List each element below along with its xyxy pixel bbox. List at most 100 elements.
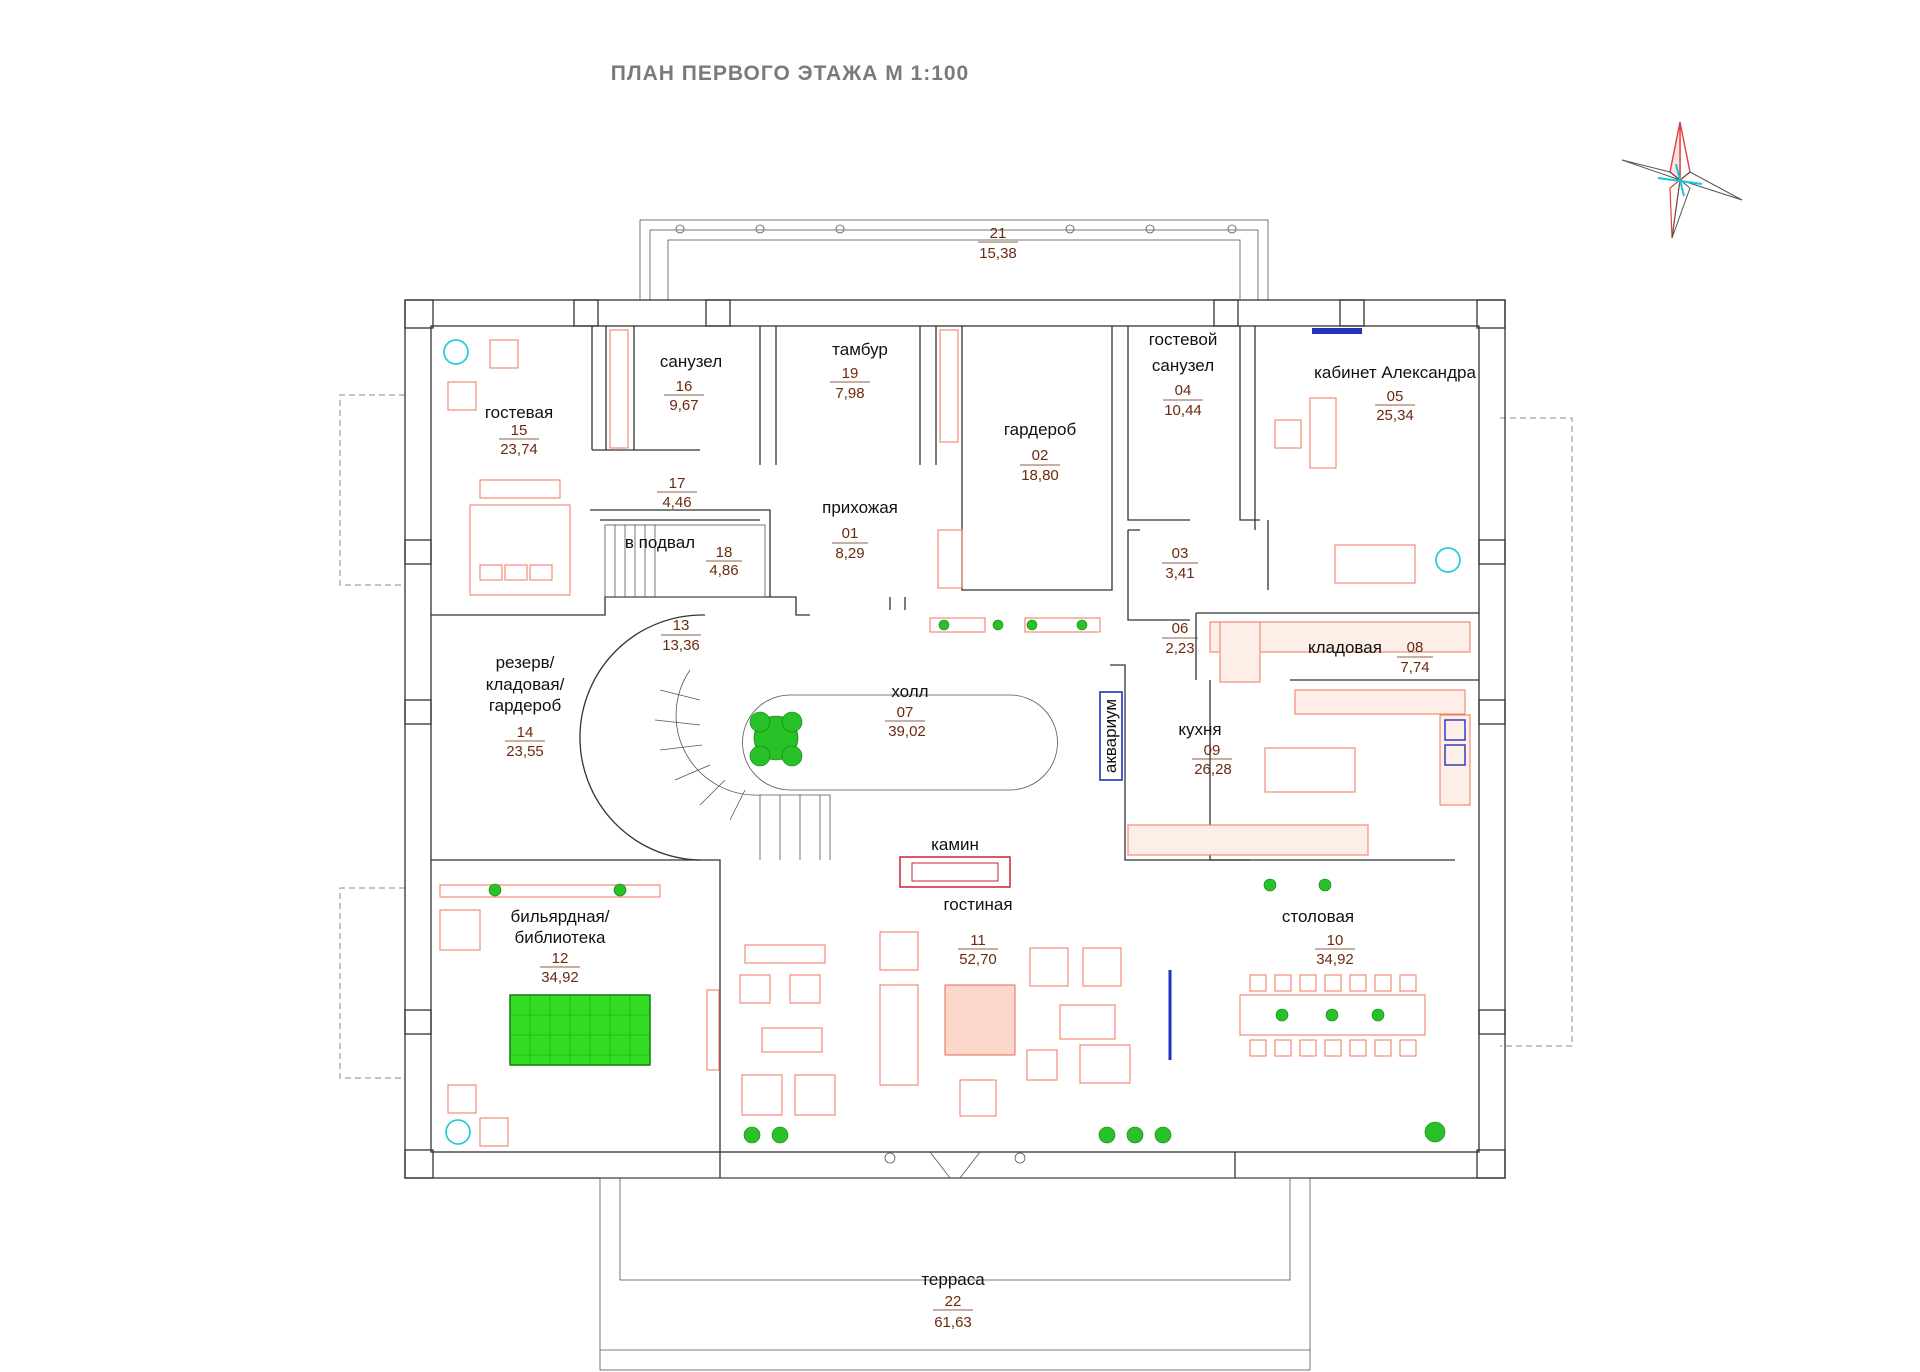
room-label-15: гостевая 15 23,74 xyxy=(485,403,553,458)
aquarium: аквариум xyxy=(1099,691,1123,781)
svg-text:7,74: 7,74 xyxy=(1400,659,1429,676)
svg-text:столовая: столовая xyxy=(1282,907,1354,926)
svg-text:10,44: 10,44 xyxy=(1164,402,1202,419)
svg-text:8,29: 8,29 xyxy=(835,545,864,562)
svg-text:13: 13 xyxy=(673,617,690,634)
room-label-08: кладовая 08 7,74 xyxy=(1308,638,1433,676)
svg-text:гостевая: гостевая xyxy=(485,403,553,422)
billiard-table xyxy=(509,994,651,1066)
svg-text:7,98: 7,98 xyxy=(835,385,864,402)
room-label-01: прихожая 01 8,29 xyxy=(822,498,898,562)
north-porch xyxy=(639,219,1269,301)
basement-stairs xyxy=(604,524,766,598)
room-label-11: гостиная 11 52,70 xyxy=(943,895,1012,968)
svg-text:камин: камин xyxy=(931,835,979,854)
room-label-05: кабинет Александра 05 25,34 xyxy=(1314,363,1476,424)
dining-table xyxy=(1239,974,1426,1057)
east-balcony xyxy=(1500,417,1573,1047)
svg-text:52,70: 52,70 xyxy=(959,951,997,968)
room-label-09: кухня 09 26,28 xyxy=(1178,720,1232,778)
svg-text:34,92: 34,92 xyxy=(541,969,579,986)
svg-text:25,34: 25,34 xyxy=(1376,407,1414,424)
spiral-staircase xyxy=(579,614,831,861)
library-furniture xyxy=(439,884,720,1147)
svg-text:2,23: 2,23 xyxy=(1165,640,1194,657)
svg-text:06: 06 xyxy=(1172,620,1189,637)
room-label-02: гардероб 02 18,80 xyxy=(1004,420,1077,484)
svg-text:04: 04 xyxy=(1175,382,1192,399)
svg-text:18,80: 18,80 xyxy=(1021,467,1059,484)
guest-armchair-2 xyxy=(447,381,477,411)
plant-icon xyxy=(749,711,803,767)
west-balcony-upper xyxy=(339,394,405,586)
svg-text:тамбур: тамбур xyxy=(832,340,888,359)
svg-text:23,74: 23,74 xyxy=(500,441,538,458)
room-label-22: терраса 22 61,63 xyxy=(921,1270,985,1331)
fireplace: камин xyxy=(899,835,1011,888)
svg-text:кабинет Александра: кабинет Александра xyxy=(1314,363,1476,382)
svg-text:17: 17 xyxy=(669,475,686,492)
entry-closet xyxy=(937,529,963,589)
room-label-17: 17 4,46 xyxy=(657,475,697,511)
svg-text:гардероб: гардероб xyxy=(489,696,562,715)
room-label-06: 06 2,23 xyxy=(1162,620,1198,657)
svg-text:22: 22 xyxy=(945,1293,962,1310)
room-label-04: гостевой санузел 04 10,44 xyxy=(1149,330,1218,419)
hall-oval xyxy=(742,694,1058,791)
kitchen-sink-icon xyxy=(1444,719,1466,766)
svg-text:05: 05 xyxy=(1387,388,1404,405)
svg-text:санузел: санузел xyxy=(1152,356,1214,375)
svg-text:34,92: 34,92 xyxy=(1316,951,1354,968)
room-label-19: тамбур 19 7,98 xyxy=(830,340,888,402)
svg-text:резерв/: резерв/ xyxy=(496,653,555,672)
svg-text:санузел: санузел xyxy=(660,352,722,371)
svg-text:гостиная: гостиная xyxy=(943,895,1012,914)
svg-text:кладовая/: кладовая/ xyxy=(486,675,565,694)
svg-text:4,86: 4,86 xyxy=(709,562,738,579)
svg-text:19: 19 xyxy=(842,365,859,382)
front-door xyxy=(719,1151,1236,1179)
svg-text:в подвал: в подвал xyxy=(625,533,695,552)
guest-table xyxy=(443,339,469,365)
svg-text:07: 07 xyxy=(897,704,914,721)
room-label-12: бильярдная/ библиотека 12 34,92 xyxy=(511,907,610,986)
wardrobe-closet xyxy=(609,329,629,449)
svg-text:15: 15 xyxy=(511,422,528,439)
svg-text:4,46: 4,46 xyxy=(662,494,691,511)
svg-text:39,02: 39,02 xyxy=(888,723,926,740)
svg-text:61,63: 61,63 xyxy=(934,1314,972,1331)
svg-text:08: 08 xyxy=(1407,639,1424,656)
svg-text:кладовая: кладовая xyxy=(1308,638,1382,657)
room-label-21: 21 15,38 xyxy=(978,225,1018,262)
svg-text:11: 11 xyxy=(970,932,986,949)
west-balcony-lower xyxy=(339,887,405,1079)
room-label-14: резерв/ кладовая/ гардероб 14 23,55 xyxy=(486,653,565,760)
svg-text:09: 09 xyxy=(1204,742,1221,759)
guest-armchair xyxy=(489,339,519,369)
svg-text:кухня: кухня xyxy=(1178,720,1221,739)
study-furniture xyxy=(1274,328,1461,584)
svg-text:02: 02 xyxy=(1032,447,1049,464)
room-label-03: 03 3,41 xyxy=(1162,545,1198,582)
svg-text:терраса: терраса xyxy=(921,1270,985,1289)
north-arrow-icon xyxy=(1621,121,1743,239)
terrace xyxy=(599,1177,1311,1371)
svg-text:01: 01 xyxy=(842,525,859,542)
room-label-07: холл 07 39,02 xyxy=(885,682,929,740)
svg-text:12: 12 xyxy=(552,950,569,967)
room-label-10: столовая 10 34,92 xyxy=(1282,907,1355,968)
room-label-18: в подвал 18 4,86 xyxy=(625,533,742,579)
plant-icon xyxy=(488,617,1446,1144)
room-label-16: санузел 16 9,67 xyxy=(660,352,722,414)
svg-text:10: 10 xyxy=(1327,932,1344,949)
svg-text:бильярдная/: бильярдная/ xyxy=(511,907,610,926)
plan-title: ПЛАН ПЕРВОГО ЭТАЖА М 1:100 xyxy=(611,62,970,85)
svg-text:библиотека: библиотека xyxy=(514,928,606,947)
svg-text:14: 14 xyxy=(517,724,534,741)
guest-bed xyxy=(469,479,571,596)
svg-text:гостевой: гостевой xyxy=(1149,330,1218,349)
svg-text:21: 21 xyxy=(990,225,1007,242)
svg-text:15,38: 15,38 xyxy=(979,245,1017,262)
svg-text:03: 03 xyxy=(1172,545,1189,562)
